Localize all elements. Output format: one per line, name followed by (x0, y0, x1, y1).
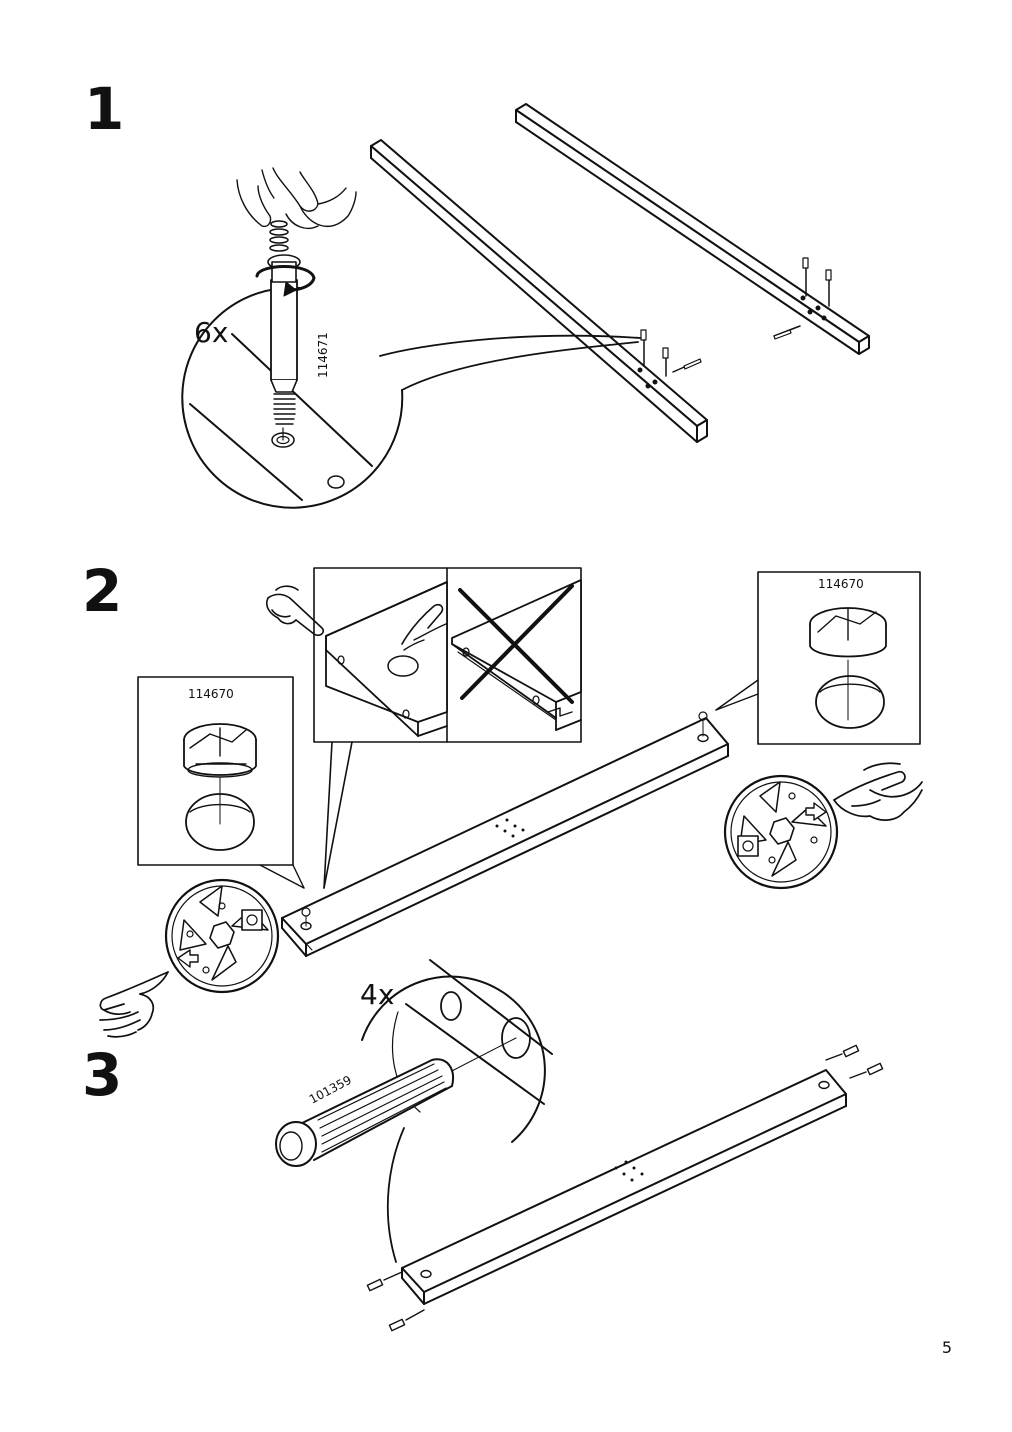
pointing-hand-icon (99, 971, 169, 1038)
step-2-number: 2 (82, 557, 122, 625)
board-step-3 (366, 1044, 884, 1332)
step-3-illustration (275, 959, 884, 1332)
step-2-part-number-right: 114670 (818, 577, 864, 591)
wooden-dowel-icon (275, 1058, 454, 1167)
pointing-hand-icon (833, 762, 923, 821)
step-2-part-number-left: 114670 (188, 687, 234, 701)
cross-out-icon (458, 584, 574, 704)
cam-lock-detail-right (715, 571, 921, 745)
step-1-quantity-label: 6x (194, 316, 228, 349)
page-number: 5 (941, 1338, 952, 1357)
orientation-detail-box (313, 567, 582, 889)
step-1-part-number: 114671 (316, 332, 330, 378)
step-2-illustration (99, 567, 923, 1038)
rail-left (370, 139, 708, 443)
pointing-hand-icon (236, 167, 357, 230)
step-3-number: 3 (82, 1041, 122, 1109)
cam-lock-detail-left (137, 676, 305, 889)
step-1-detail-callout (181, 167, 641, 509)
pointing-hand-icon (265, 585, 325, 637)
cam-lock-icon (164, 878, 280, 994)
step-3-quantity-label: 4x (360, 978, 394, 1011)
step-1-illustration (181, 103, 870, 509)
step-1-number: 1 (84, 75, 124, 143)
cam-lock-icon (723, 774, 839, 890)
rail-right (515, 103, 870, 355)
board-step-2 (281, 711, 729, 957)
rotate-arrow-icon (255, 265, 316, 292)
